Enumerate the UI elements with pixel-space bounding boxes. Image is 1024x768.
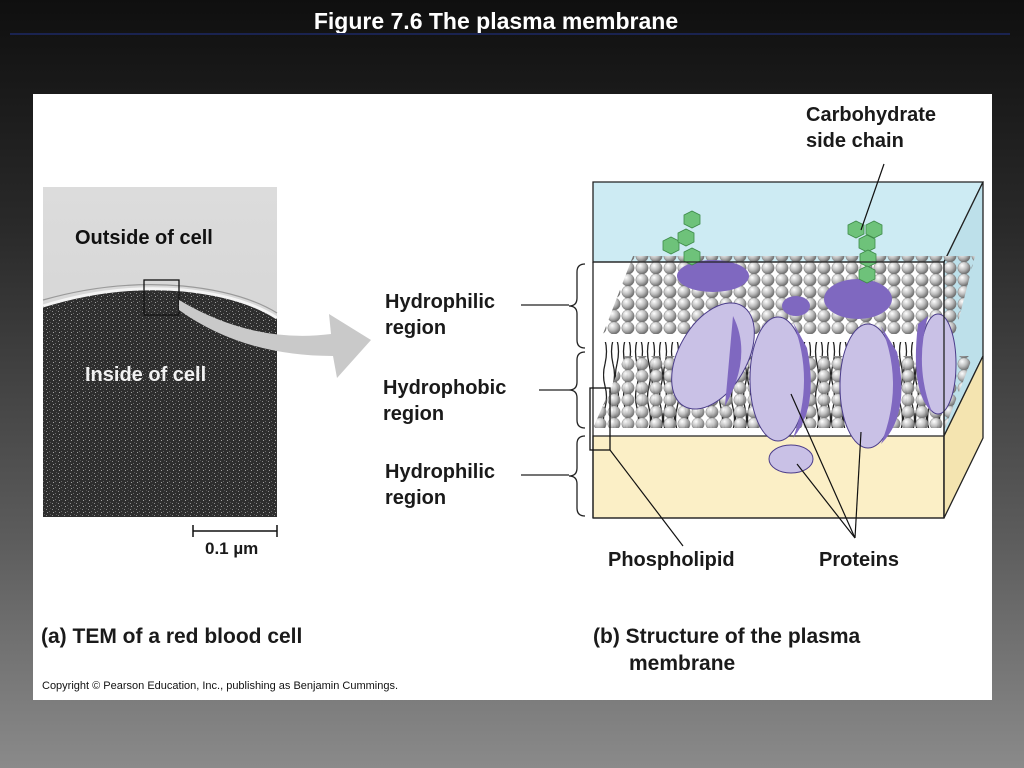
protein-shape xyxy=(768,444,814,474)
copyright-notice: Copyright © Pearson Education, Inc., pub… xyxy=(42,680,399,692)
region-label-line1: Hydrophobic xyxy=(383,377,507,399)
membrane-diagram xyxy=(589,181,985,519)
proteins-label: Proteins xyxy=(819,549,900,571)
region-label-hydrophobic: Hydrophobic region xyxy=(383,375,506,427)
panel-a-caption: (a) TEM of a red blood cell xyxy=(41,625,303,648)
panel-b-caption: (b) Structure of the plasma membrane xyxy=(593,623,860,677)
carbohydrate-chain xyxy=(662,210,701,266)
region-label-line1: Hydrophilic xyxy=(385,291,496,313)
outside-of-cell-label: Outside of cell xyxy=(75,227,213,249)
tem-image xyxy=(42,187,278,517)
callout-lines xyxy=(609,163,885,547)
region-label-line2: region xyxy=(383,403,445,425)
region-label-hydrophilic-top: Hydrophilic region xyxy=(385,289,495,341)
figure-panel: Outside of cell Inside of cell 0.1 µm (a… xyxy=(33,94,992,700)
phospholipid-box xyxy=(589,387,611,451)
carbohydrate-label-line1: Carbohydrate xyxy=(806,104,937,126)
slide-title: Figure 7.6 The plasma membrane xyxy=(313,8,679,34)
carbohydrate-label-line2: side chain xyxy=(806,130,904,152)
scale-bar xyxy=(192,525,278,537)
carbohydrate-label: Carbohydrate side chain xyxy=(806,102,936,154)
region-label-line2: region xyxy=(385,487,447,509)
inside-of-cell-label: Inside of cell xyxy=(85,364,207,386)
panel-b-caption-line1: (b) Structure of the plasma xyxy=(593,625,861,648)
protein-shape xyxy=(824,279,892,319)
protein-shape xyxy=(782,296,810,316)
title-rule xyxy=(10,33,1010,35)
region-braces xyxy=(521,263,586,517)
region-label-hydrophilic-bottom: Hydrophilic region xyxy=(385,459,495,511)
region-label-line1: Hydrophilic xyxy=(385,461,496,483)
protein-shape xyxy=(677,260,749,292)
phospholipid-label: Phospholipid xyxy=(608,549,735,571)
region-label-line2: region xyxy=(385,317,447,339)
figure-artwork xyxy=(42,163,985,547)
panel-b-caption-line2: membrane xyxy=(629,652,736,675)
pointer-arrow xyxy=(179,300,371,378)
scale-bar-label: 0.1 µm xyxy=(205,539,259,558)
carbohydrate-chain xyxy=(847,220,883,284)
